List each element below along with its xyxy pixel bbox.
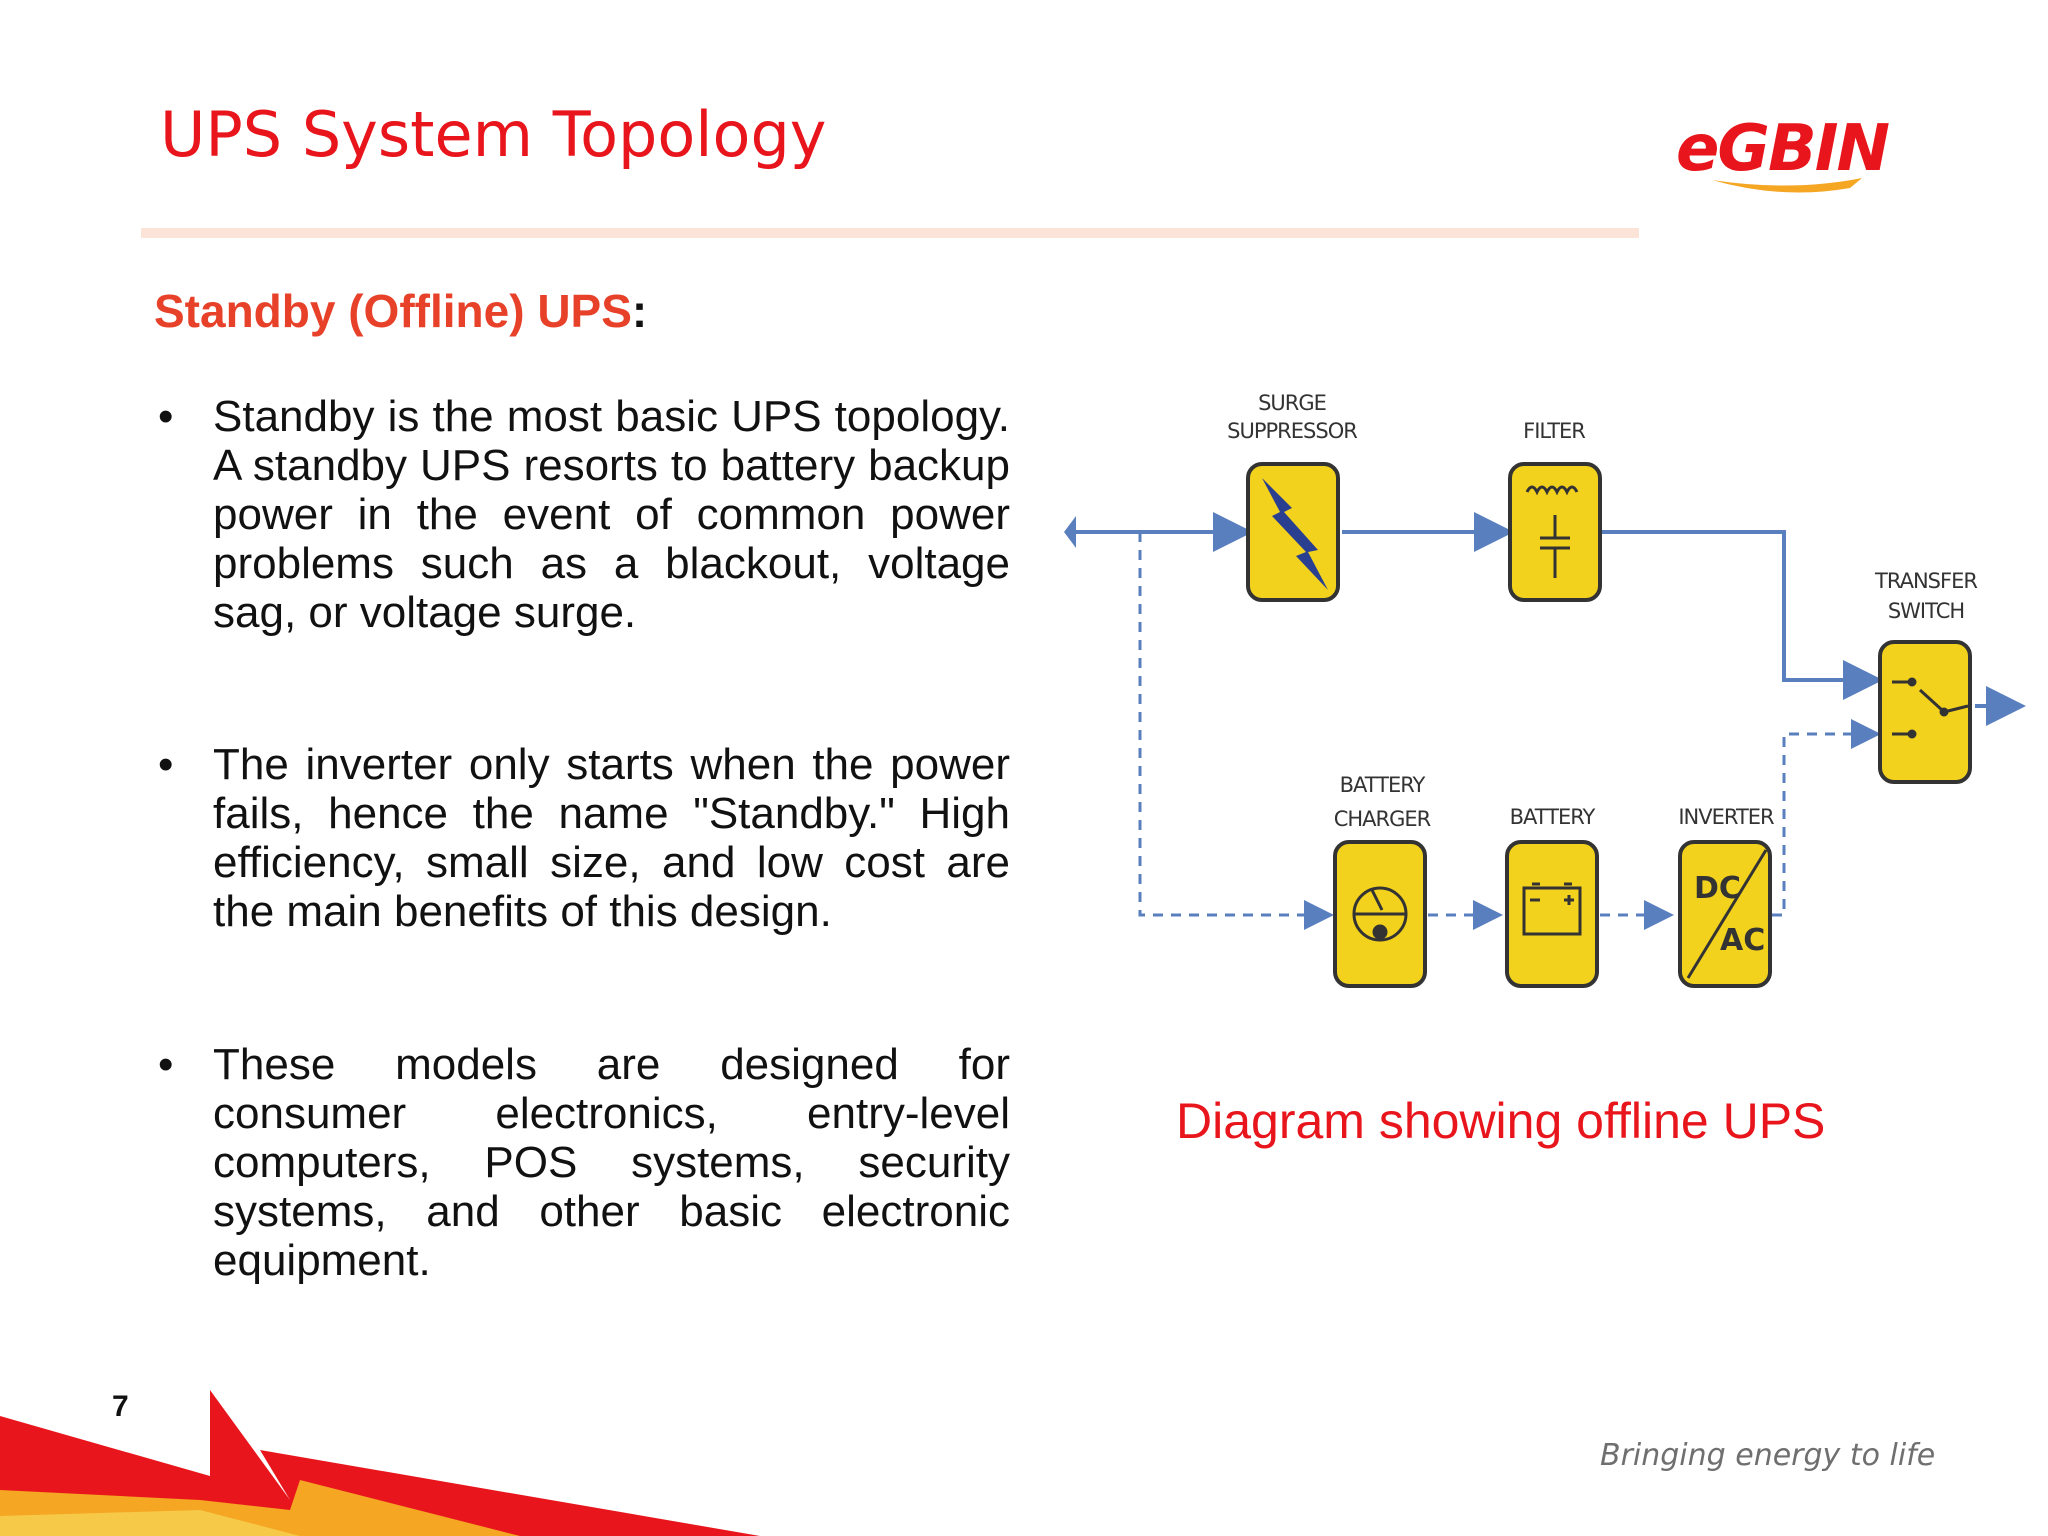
diagram-caption: Diagram showing offline UPS [1176, 1093, 1826, 1149]
switch-icon [1892, 677, 1969, 739]
bullet-list: Standby is the most basic UPS topology. … [150, 392, 1010, 1285]
header-divider [141, 228, 1639, 238]
inverter-dc-text: DC [1694, 871, 1741, 906]
transfer-switch-block [1878, 640, 1972, 784]
transfer-switch-label-2: SWITCH [1888, 599, 1964, 623]
footer-swoosh-graphic [0, 1390, 760, 1536]
battery-label: BATTERY [1510, 805, 1596, 829]
surge-suppressor-label: SURGE [1258, 391, 1326, 415]
logo-text: eGBIN [1676, 112, 1890, 186]
main-power-path [1076, 512, 2026, 726]
battery-charger-label: BATTERY [1340, 773, 1426, 797]
surge-suppressor-block [1246, 462, 1340, 602]
gauge-icon [1352, 886, 1408, 942]
bullet-item: Standby is the most basic UPS topology. … [150, 392, 1010, 637]
filter-label: FILTER [1523, 419, 1585, 443]
inverter-label: INVERTER [1678, 805, 1774, 829]
slide-title: UPS System Topology [160, 98, 827, 171]
transfer-switch-label: TRANSFER [1874, 569, 1977, 593]
battery-block [1505, 840, 1599, 988]
filter-block [1508, 462, 1602, 602]
surge-suppressor-label-2: SUPPRESSOR [1227, 419, 1357, 443]
lightning-icon [1262, 478, 1328, 590]
bullet-item: These models are designed for consumer e… [150, 1040, 1010, 1285]
battery-power-path [1138, 532, 1881, 930]
section-heading-colon: : [631, 285, 648, 337]
section-heading: Standby (Offline) UPS: [154, 284, 647, 338]
filter-icon [1525, 485, 1579, 578]
section-heading-text: Standby (Offline) UPS [154, 285, 632, 337]
egbin-logo: eGBIN [1676, 112, 1892, 193]
bullet-item: The inverter only starts when the power … [150, 740, 1010, 936]
dc-ac-icon [1686, 849, 1768, 979]
battery-icon [1522, 882, 1582, 936]
page-number: 7 [112, 1390, 129, 1423]
battery-charger-block [1333, 840, 1427, 988]
logo-swoosh-icon [1712, 178, 1862, 193]
battery-charger-label-2: CHARGER [1334, 807, 1431, 831]
inverter-block: DC AC [1678, 840, 1772, 988]
offline-ups-diagram: SURGE SUPPRESSOR FILTER TRANSFER SWITCH [1064, 391, 2026, 988]
inverter-ac-text: AC [1720, 923, 1765, 958]
tagline: Bringing energy to life [1600, 1438, 1936, 1473]
